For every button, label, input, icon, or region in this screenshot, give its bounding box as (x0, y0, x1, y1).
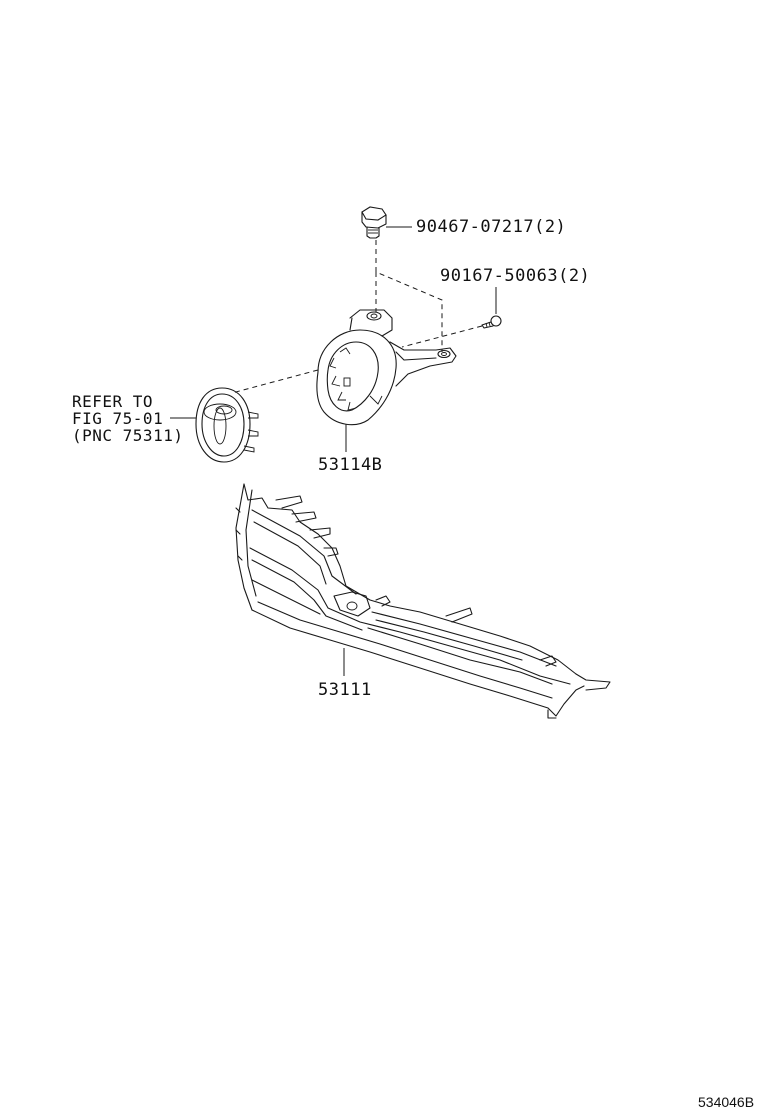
emblem-icon[interactable] (195, 387, 259, 463)
part-label-radiator-grille[interactable]: 53111 (318, 680, 372, 700)
part-label-screw[interactable]: 90167-50063(2) (440, 266, 591, 286)
bolt-icon[interactable] (361, 206, 387, 239)
part-label-emblem-bracket[interactable]: 53114B (318, 455, 383, 475)
screw-icon[interactable] (481, 315, 502, 329)
part-label-bolt[interactable]: 90467-07217(2) (416, 217, 567, 237)
radiator-grille-icon[interactable] (235, 483, 611, 719)
emblem-bracket-icon[interactable] (316, 309, 457, 426)
assembly-lines (231, 240, 483, 394)
figure-id: 534046B (698, 1094, 755, 1110)
reference-note-line3: (PNC 75311) (72, 426, 184, 445)
reference-note-line1: REFER TO (72, 392, 154, 411)
reference-note-line2[interactable]: FIG 75-01 (72, 409, 164, 428)
